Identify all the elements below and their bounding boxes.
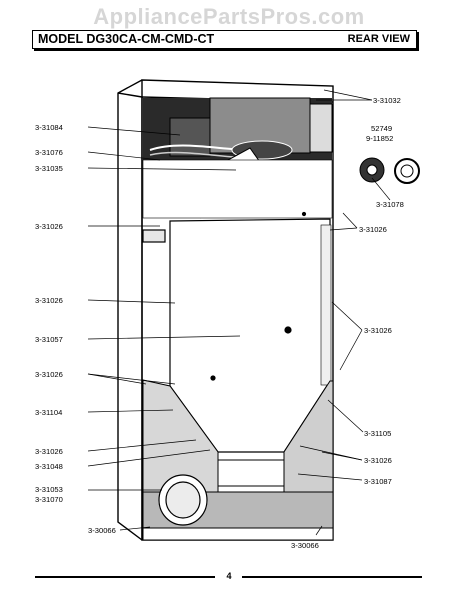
label-3-31032: 3-31032 <box>373 96 401 105</box>
label-3-31084: 3-31084 <box>35 123 63 132</box>
label-3-31035: 3-31035 <box>35 164 63 173</box>
side-strip <box>320 224 332 386</box>
label-3-30066-bottom: 3-30066 <box>291 541 319 550</box>
watermark: AppliancePartsPros.com <box>93 4 365 29</box>
label-3-31048: 3-31048 <box>35 462 63 471</box>
label-3-31026-d: 3-31026 <box>35 447 63 456</box>
label-3-31057: 3-31057 <box>35 335 63 344</box>
label-3-31026-right-a: 3-31026 <box>359 225 387 234</box>
label-52749: 52749 <box>371 124 392 133</box>
label-3-31070: 3-31070 <box>35 495 63 504</box>
label-3-31087: 3-31087 <box>364 477 392 486</box>
label-3-31078: 3-31078 <box>376 200 404 209</box>
label-3-31026-c: 3-31026 <box>35 370 63 379</box>
label-3-31053: 3-31053 <box>35 485 63 494</box>
footer-rule-right <box>242 576 422 578</box>
right-labels: 3-31032 52749 9-11852 3-31078 3-31026 3-… <box>291 96 404 550</box>
label-3-31104: 3-31104 <box>35 408 62 417</box>
inset-parts <box>359 157 420 184</box>
model-title: MODEL DG30CA-CM-CMD-CT <box>38 32 215 46</box>
label-3-31026-b: 3-31026 <box>35 296 63 305</box>
footer-rule-left <box>35 576 215 578</box>
view-title: REAR VIEW <box>347 33 410 45</box>
burner-compartment <box>143 97 333 160</box>
leader-lines <box>87 89 391 536</box>
label-3-31105: 3-31105 <box>364 429 391 438</box>
label-9-11852: 9-11852 <box>366 134 393 143</box>
exhaust-duct <box>158 474 208 526</box>
label-3-30066-left: 3-30066 <box>88 526 116 535</box>
label-3-31076: 3-31076 <box>35 148 63 157</box>
upper-panel <box>142 159 333 219</box>
page-number: 4 <box>226 571 232 581</box>
left-labels: 3-31084 3-31076 3-31035 3-31026 3-31026 … <box>35 123 116 535</box>
title-box: MODEL DG30CA-CM-CMD-CT REAR VIEW <box>32 30 417 49</box>
label-3-31026-right-b: 3-31026 <box>364 326 392 335</box>
label-3-31026-a: 3-31026 <box>35 222 63 231</box>
label-3-31026-right-c: 3-31026 <box>364 456 392 465</box>
